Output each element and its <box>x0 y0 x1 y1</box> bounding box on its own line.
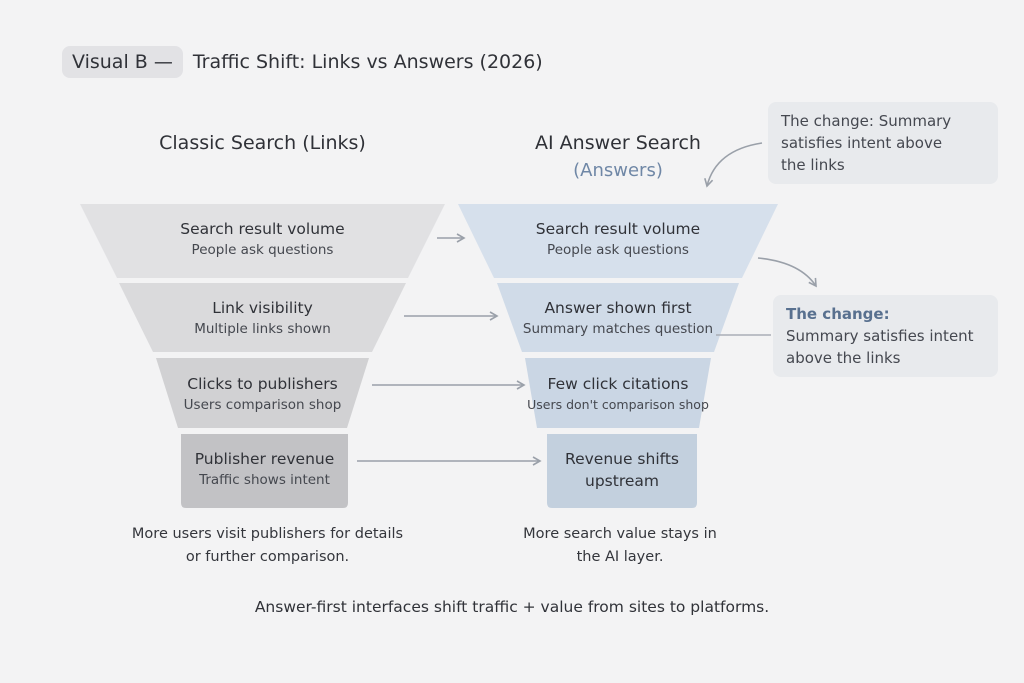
classic-stage-4-label: Publisher revenue Traffic shows intent <box>194 450 335 488</box>
ai-funnel-stage-4 <box>547 434 697 508</box>
ai-funnel-stage-3 <box>525 358 711 428</box>
classic-funnel-stage-2 <box>119 283 406 352</box>
title-bar: Visual B — Traffic Shift: Links vs Answe… <box>62 44 543 80</box>
classic-funnel-stage-1 <box>80 204 445 278</box>
classic-stage-3-label: Clicks to publishers Users comparison sh… <box>183 375 342 413</box>
classic-heading: Classic Search (Links) <box>159 132 366 154</box>
classic-funnel-stage-3 <box>156 358 369 428</box>
ai-funnel-stage-2 <box>497 283 739 352</box>
page-title: Traffic Shift: Links vs Answers (2026) <box>192 51 543 73</box>
annotation-arrow-mid <box>757 257 817 288</box>
ai-caption: More search value stays in the AI layer. <box>523 526 717 565</box>
annotation-arrow-top <box>704 142 763 188</box>
title-tag: Visual B — <box>62 46 183 78</box>
note-top: The change: Summary satisfies intent abo… <box>768 102 998 184</box>
classic-stage-2-label: Link visibility Multiple links shown <box>194 299 331 337</box>
ai-heading: AI Answer Search <box>535 132 701 154</box>
note-mid: The change: Summary satisfies intent abo… <box>773 295 998 377</box>
ai-stage-3-label: Few click citations Users don't comparis… <box>527 375 709 412</box>
classic-funnel-stage-4 <box>181 434 348 508</box>
ai-funnel-stage-1 <box>458 204 778 278</box>
classic-stage-1-label: Search result volume People ask question… <box>180 220 345 258</box>
ai-stage-4-label: Revenue shifts upstream <box>565 450 679 490</box>
ai-stage-1-label: Search result volume People ask question… <box>535 220 701 258</box>
ai-subheading: (Answers) <box>573 160 663 181</box>
ai-stage-2-label: Answer shown first Summary matches quest… <box>522 299 714 337</box>
footer-takeaway: Answer-first interfaces shift traffic + … <box>254 598 770 616</box>
classic-caption: More users visit publishers for details … <box>131 526 404 565</box>
